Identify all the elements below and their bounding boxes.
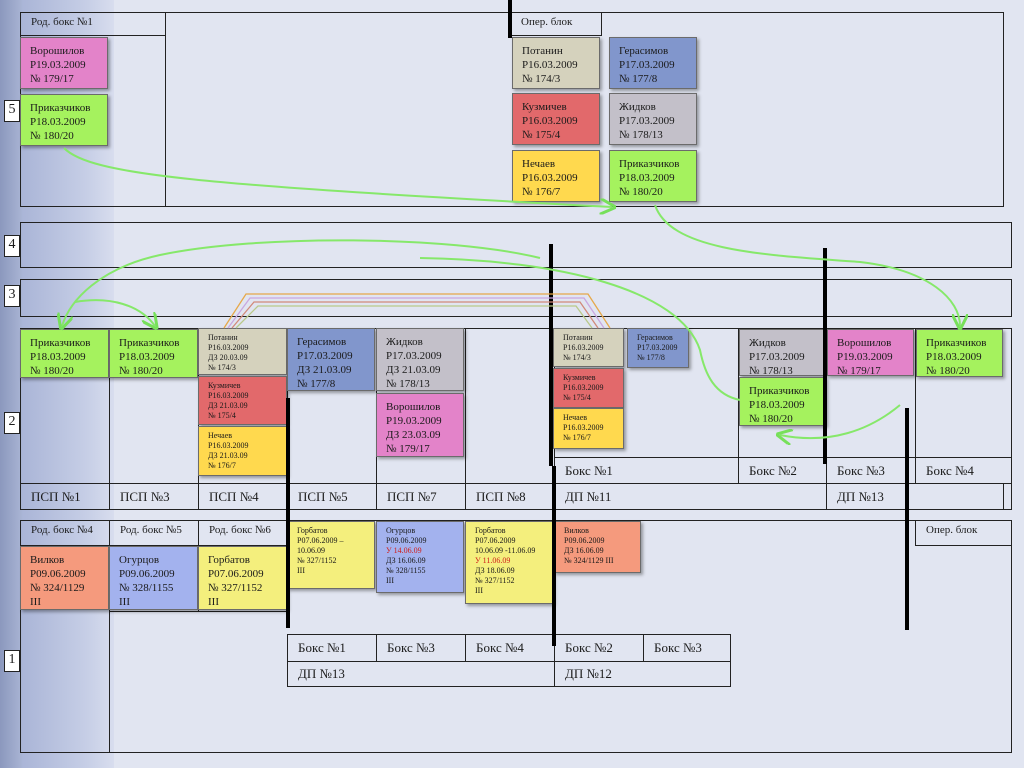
- wall-bar: [905, 408, 909, 630]
- box-4-label: Бокс №4: [915, 457, 1012, 484]
- box-2-label: Бокс №2: [554, 634, 644, 662]
- oper-block-header: Опер. блок: [510, 12, 602, 36]
- psp-1-label: ПСП №1: [20, 483, 110, 510]
- psp-3-label: ПСП №3: [109, 483, 199, 510]
- level-3-label: 3: [4, 285, 20, 307]
- box-1-label: Бокс №1: [287, 634, 377, 662]
- box-3-label: Бокс №3: [826, 457, 916, 484]
- level-4-label: 4: [4, 235, 20, 257]
- box-1-label: Бокс №1: [554, 457, 739, 484]
- wall-bar: [286, 398, 290, 628]
- dp-13-label: ДП №13: [287, 661, 555, 687]
- box-4-label: Бокс №4: [465, 634, 555, 662]
- psp-4-label: ПСП №4: [198, 483, 288, 510]
- floor-4: [20, 222, 1012, 268]
- psp-5-label: ПСП №5: [287, 483, 377, 510]
- rod-box-1-header: Род. бокс №1: [20, 12, 166, 36]
- oper-block-header: Опер. блок: [915, 520, 1012, 546]
- psp-7-label: ПСП №7: [376, 483, 466, 510]
- box-2-label: Бокс №2: [738, 457, 827, 484]
- wall-bar: [552, 466, 556, 646]
- left-strip: [0, 0, 22, 768]
- box-3b-label: Бокс №3: [643, 634, 731, 662]
- psp-8-label: ПСП №8: [465, 483, 555, 510]
- wall-bar: [823, 248, 827, 464]
- rod-box-4-header: Род. бокс №4: [20, 520, 110, 546]
- level-5-label: 5: [4, 100, 20, 122]
- level-1-label: 1: [4, 650, 20, 672]
- level-2-label: 2: [4, 412, 20, 434]
- floor-3: [20, 279, 1012, 317]
- dp-11-label: ДП №11: [554, 483, 827, 510]
- box-3-label: Бокс №3: [376, 634, 466, 662]
- wall-bar: [508, 0, 512, 38]
- wall-bar: [549, 244, 553, 466]
- dp-12-label: ДП №12: [554, 661, 731, 687]
- dp-13-label: ДП №13: [826, 483, 1004, 510]
